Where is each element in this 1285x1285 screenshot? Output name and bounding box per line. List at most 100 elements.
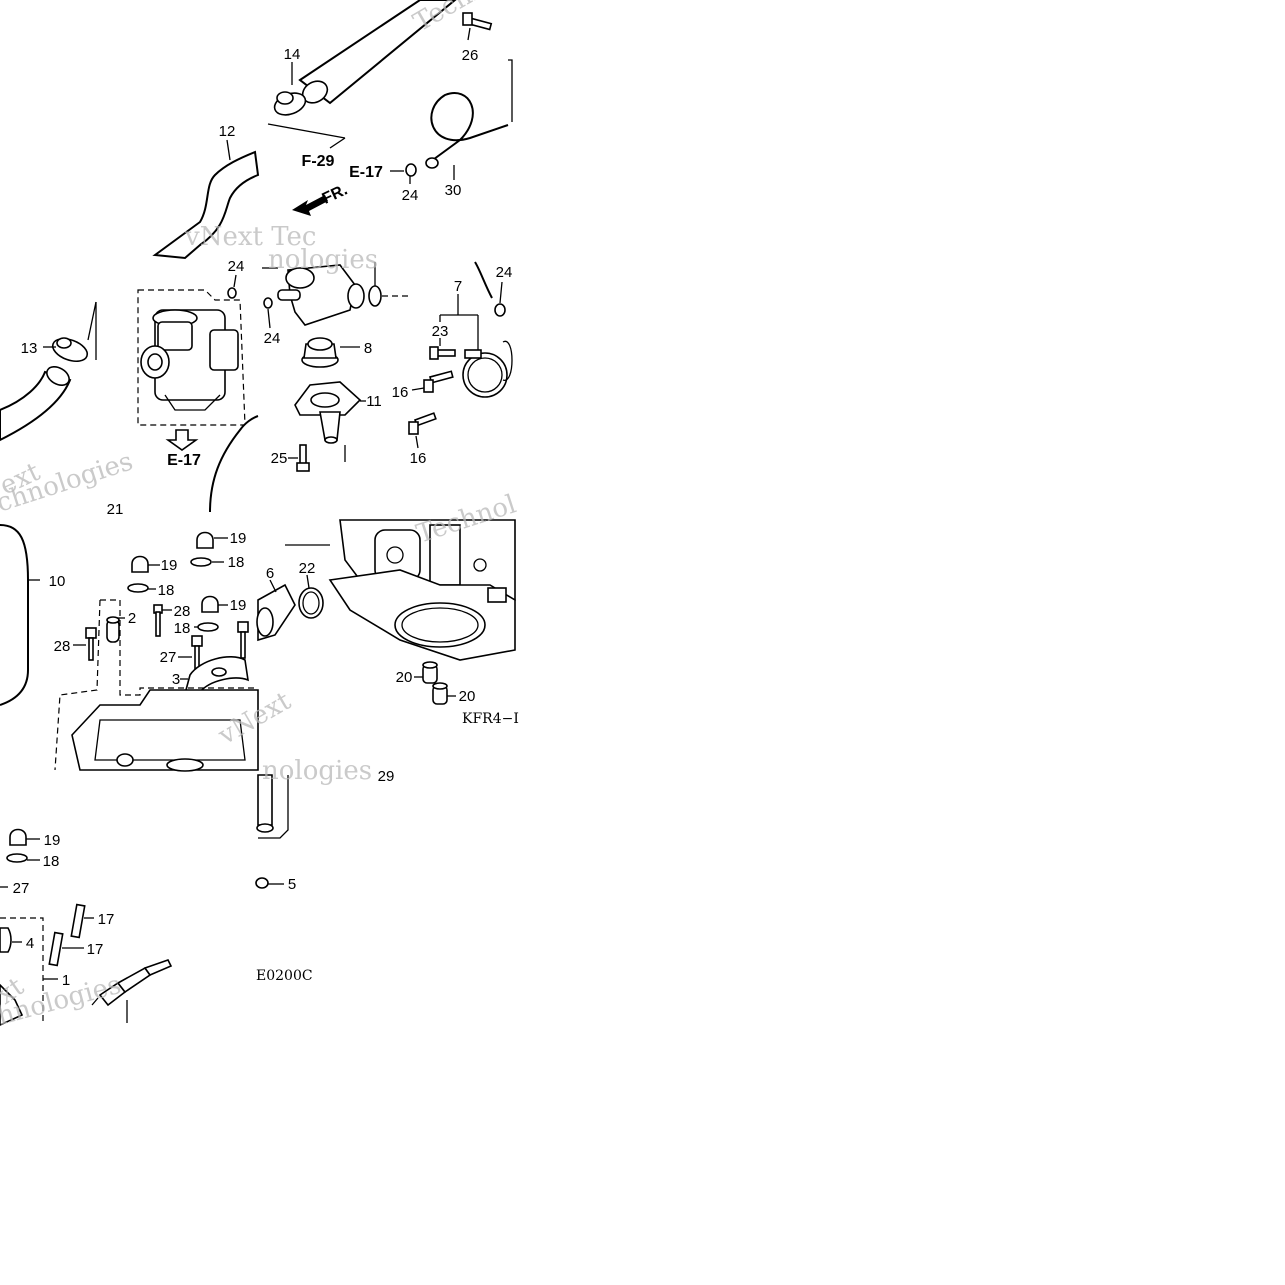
washer-18 <box>197 622 219 632</box>
callout-27: 27 <box>13 880 30 897</box>
washer-18 <box>127 583 149 593</box>
diagram-code-e0200c: E0200C <box>256 968 313 984</box>
clip-24-upper <box>405 163 417 177</box>
cylinder-head-edge <box>0 983 24 1026</box>
callout-3: 3 <box>172 671 180 688</box>
tile-cylinder-gasket: 6 22 20 20 KFR4−I Technol <box>256 489 520 727</box>
tile-water-pipe: 29 5 E0200C nologies <box>255 756 395 984</box>
callout-18: 18 <box>43 853 60 870</box>
hose-24-right <box>474 261 493 299</box>
watermark: nologies <box>268 245 378 275</box>
stud-17 <box>48 931 64 967</box>
ref-e17-lower: E-17 <box>167 452 201 469</box>
callout-24: 24 <box>496 264 513 281</box>
callout-19: 19 <box>44 832 61 849</box>
stud-17 <box>70 903 86 939</box>
callout-13: 13 <box>21 340 38 357</box>
callout-27: 27 <box>160 649 177 666</box>
callout-19: 19 <box>230 530 247 547</box>
callout-28: 28 <box>174 603 191 620</box>
dowel-2 <box>106 616 120 643</box>
hose-clamp-13 <box>51 337 89 363</box>
down-arrow-icon <box>165 429 199 451</box>
upper-water-hose <box>273 0 457 116</box>
water-hose-13 <box>0 301 97 442</box>
radiator-hose-12 <box>152 150 260 260</box>
callout-24: 24 <box>264 330 281 347</box>
callout-17: 17 <box>87 941 104 958</box>
callout-6: 6 <box>266 565 274 582</box>
callout-22: 22 <box>299 560 316 577</box>
callout-14: 14 <box>284 46 301 63</box>
bolt-23 <box>429 346 456 360</box>
washer-18 <box>6 853 28 863</box>
ref-f29: F-29 <box>302 153 335 170</box>
water-pipe-29 <box>257 774 273 826</box>
bolt-16 <box>423 370 454 393</box>
callout-7: 7 <box>454 278 462 295</box>
cap-nut-19 <box>196 531 214 549</box>
tile-thermostat: E-17 <box>0 245 513 519</box>
watermark: Techn <box>409 0 492 38</box>
callout-1: 1 <box>62 972 70 989</box>
clip-24 <box>227 287 237 299</box>
cylinder-body <box>285 519 516 661</box>
callout-23: 23 <box>432 323 449 340</box>
callout-18: 18 <box>174 620 191 637</box>
callout-2: 2 <box>128 610 136 627</box>
thermostat-cover <box>262 264 365 326</box>
callout-20: 20 <box>459 688 476 705</box>
callout-18: 18 <box>228 554 245 571</box>
o-ring-5 <box>255 877 269 889</box>
bolt-28 <box>85 627 97 661</box>
callout-24: 24 <box>228 258 245 275</box>
o-ring <box>368 285 382 307</box>
cylinder-head-1 <box>71 689 259 772</box>
callout-10: 10 <box>49 573 66 590</box>
callout-25: 25 <box>271 450 288 467</box>
clamp-7-group <box>439 294 508 398</box>
diagram-code-kfr4: KFR4−I <box>462 711 519 727</box>
callout-26: 26 <box>462 47 479 64</box>
callout-20: 20 <box>396 669 413 686</box>
carburetor-reference-box <box>137 289 246 451</box>
water-joint-6 <box>256 583 296 642</box>
bolt-25 <box>296 444 310 472</box>
watermark: nologies <box>262 756 372 786</box>
spark-plug-9 <box>91 959 173 1007</box>
callout-16: 16 <box>392 384 409 401</box>
bolt-27 <box>237 621 249 659</box>
callout-18: 18 <box>158 582 175 599</box>
bolt-16 <box>408 412 437 435</box>
tile-cylinder-head: 10 19 18 19 18 19 18 2 28 28 27 3 vNext <box>0 524 296 772</box>
washer-18 <box>190 557 212 567</box>
bolt-28 <box>153 604 163 637</box>
callout-17: 17 <box>98 911 115 928</box>
watermark: vNext Tec <box>184 222 316 252</box>
callout-4: 4 <box>26 935 34 952</box>
callout-5: 5 <box>288 876 296 893</box>
callout-16: 16 <box>410 450 427 467</box>
callout-29: 29 <box>378 768 395 785</box>
dowel-20 <box>432 682 448 705</box>
callout-19: 19 <box>230 597 247 614</box>
cap-nut-19 <box>131 555 149 573</box>
fitting-4 <box>0 927 12 953</box>
callout-28: 28 <box>54 638 71 655</box>
callout-11: 11 <box>366 393 382 410</box>
hose-10 <box>0 524 29 706</box>
bolt-26 <box>462 12 493 31</box>
callout-8: 8 <box>364 340 372 357</box>
front-label: FR. <box>320 182 351 208</box>
callout-30: 30 <box>445 182 462 199</box>
thermostat-housing-11 <box>294 381 362 444</box>
cap-nut-19 <box>9 828 27 846</box>
clip-24 <box>263 297 273 309</box>
dowel-20 <box>422 661 438 684</box>
hose-21 <box>209 415 259 513</box>
cap-nut-19 <box>201 595 219 613</box>
tile-studs-plug: 19 18 27 17 17 4 1 9 xt hnologies <box>0 828 173 1040</box>
ref-e17-upper: E-17 <box>349 164 383 181</box>
bracket-3 <box>184 656 249 693</box>
